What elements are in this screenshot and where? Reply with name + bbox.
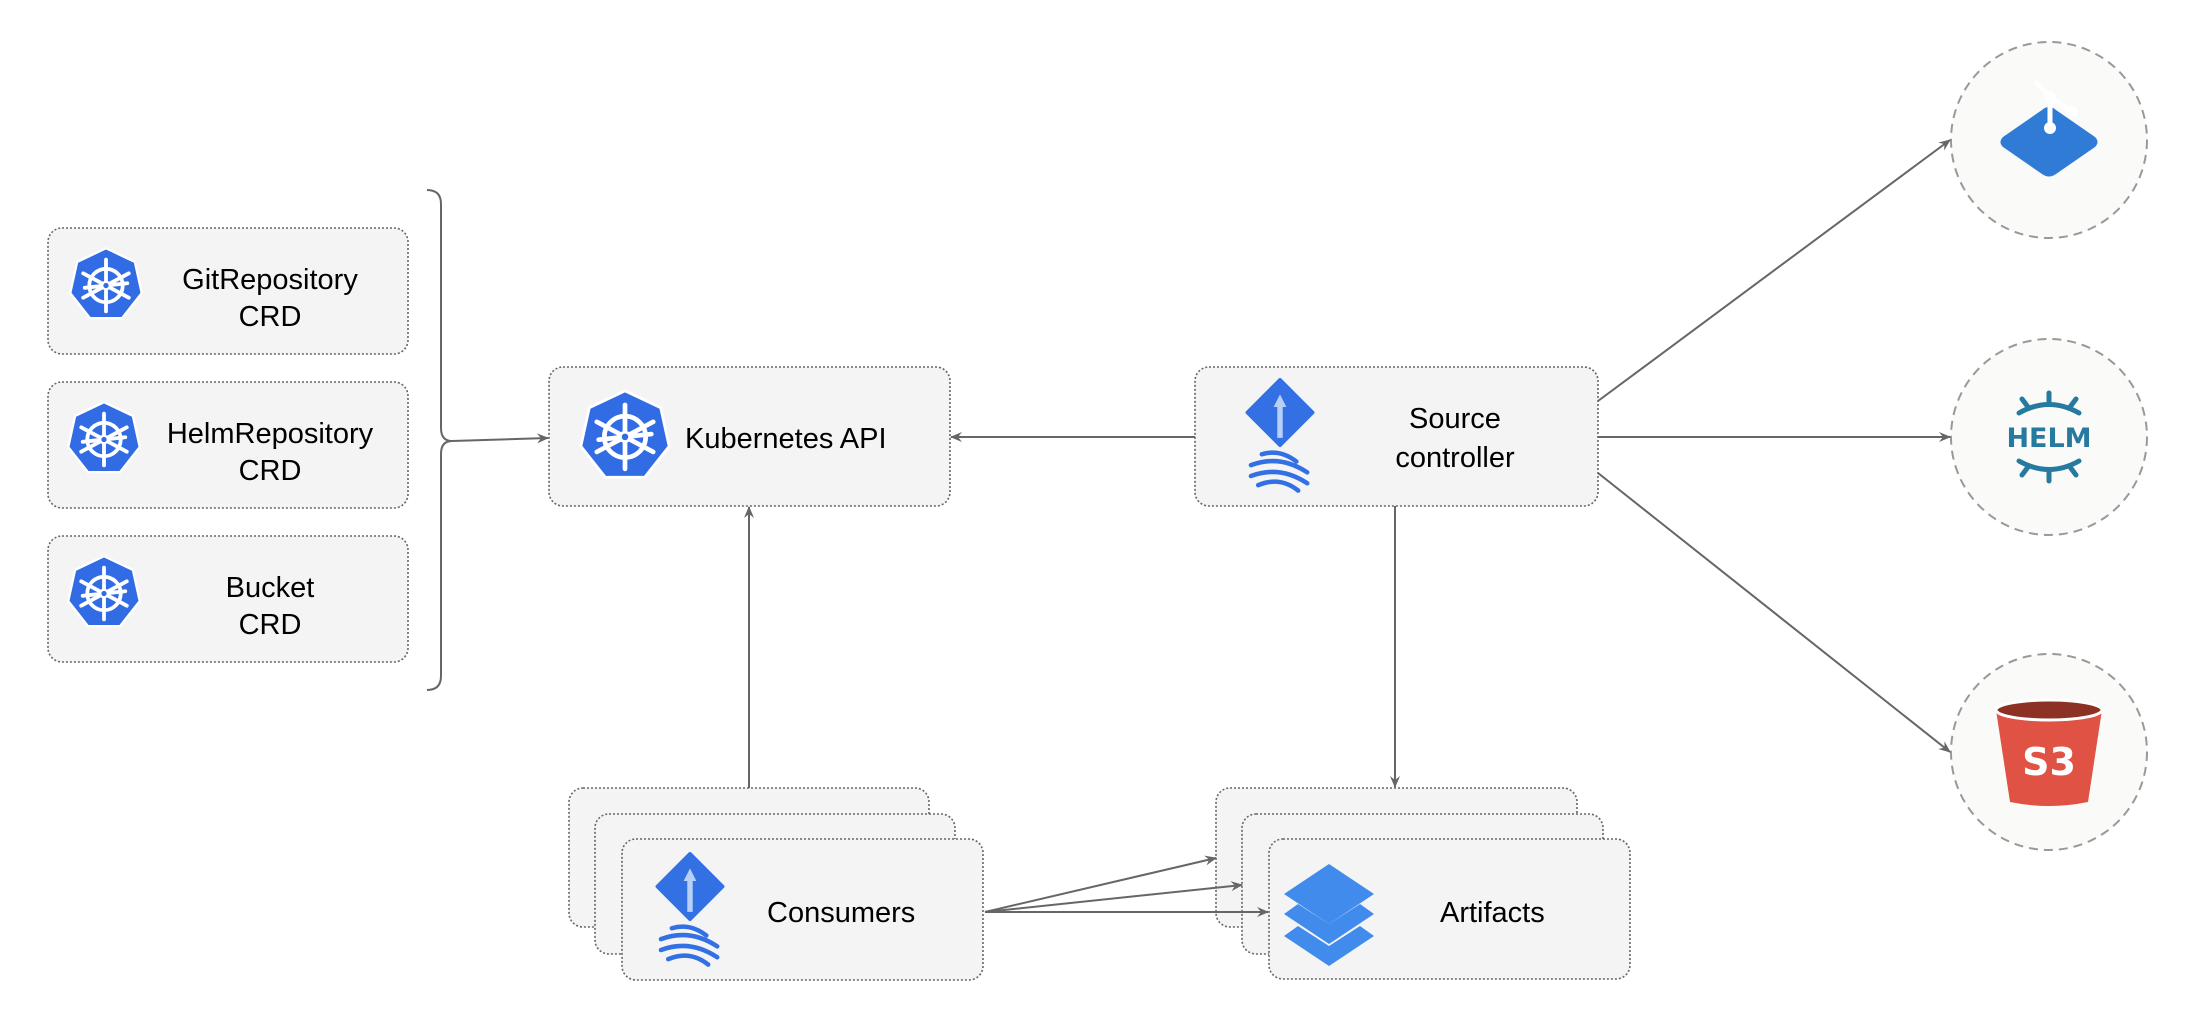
edge-source-controller-to-s3 — [1597, 472, 1951, 753]
edge-source-controller-to-git — [1597, 139, 1951, 402]
git-source-node[interactable] — [1950, 41, 2148, 239]
layers-icon — [1284, 864, 1374, 966]
node-sublabel: CRD — [239, 609, 302, 641]
s3-logo-text: S3 — [2022, 740, 2076, 784]
node-sublabel: CRD — [239, 455, 302, 487]
node-label: GitRepository — [182, 264, 358, 296]
node-label: Consumers — [767, 897, 915, 929]
helm-logo-text: HELM — [2006, 423, 2091, 454]
git-icon — [2000, 80, 2098, 177]
bucket-crd-node[interactable]: Bucket CRD — [47, 535, 409, 663]
s3-source-node[interactable]: S3 — [1950, 653, 2148, 851]
consumers-node[interactable]: Consumers — [568, 787, 984, 981]
s3-bucket-icon: S3 — [1994, 698, 2104, 806]
node-sublabel: controller — [1395, 442, 1515, 474]
node-label: Artifacts — [1440, 897, 1545, 929]
source-controller-node[interactable]: Source controller — [1194, 366, 1599, 507]
node-label: Bucket — [226, 572, 315, 604]
artifacts-node[interactable]: Artifacts — [1215, 787, 1631, 980]
crd-group-brace — [426, 189, 453, 691]
node-label: HelmRepository — [167, 418, 374, 450]
node-label: Source — [1409, 403, 1501, 435]
helm-icon: HELM — [2006, 390, 2092, 484]
git-repository-crd-node[interactable]: GitRepository CRD — [47, 227, 409, 355]
edge-consumers-to-artifacts — [984, 855, 1217, 913]
edge-crds-to-kubernetes-api — [451, 433, 549, 444]
kubernetes-api-node[interactable]: Kubernetes API — [548, 366, 951, 507]
edge-consumers-to-artifacts — [984, 881, 1243, 913]
helm-source-node[interactable]: HELM — [1950, 338, 2148, 536]
node-label: Kubernetes API — [685, 423, 887, 455]
node-sublabel: CRD — [239, 301, 302, 333]
helm-repository-crd-node[interactable]: HelmRepository CRD — [47, 381, 409, 509]
